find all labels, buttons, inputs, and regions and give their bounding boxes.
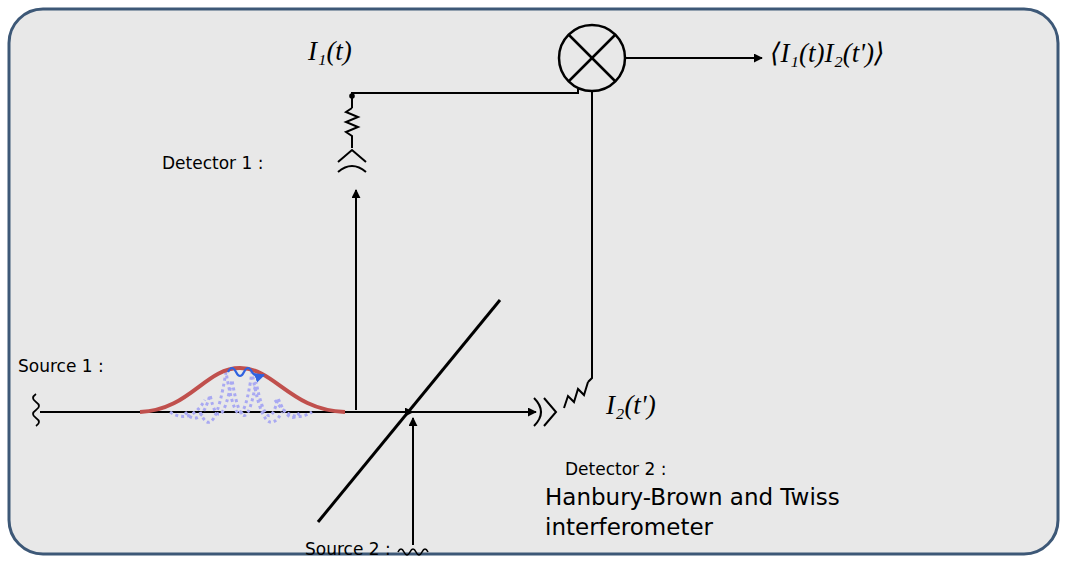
frame xyxy=(9,9,1058,554)
source2-symbol xyxy=(398,549,428,555)
detector-symbol xyxy=(338,150,366,172)
reflected-beam xyxy=(355,190,357,410)
source-label: Source 1 : xyxy=(18,357,104,377)
pulse-envelope xyxy=(140,368,345,412)
detector-label: Detector 1 : xyxy=(162,154,263,174)
correlation-label: ⟨I₁(t)I₂(t')⟩ xyxy=(770,38,885,69)
output-arrow xyxy=(625,57,762,59)
detector-label: Detector 2 : xyxy=(565,460,666,480)
wave-components xyxy=(170,372,312,422)
photon-wave xyxy=(228,368,264,376)
signal-label: I₁(t) xyxy=(308,36,352,67)
detector1-wire xyxy=(346,88,578,148)
signal-label: I₂(t') xyxy=(606,390,656,421)
source-label: Source 2 : xyxy=(305,540,391,560)
source2-beam xyxy=(412,418,414,545)
beam-splitter xyxy=(318,300,500,522)
detector2-wire xyxy=(564,91,592,408)
multiplier-symbol xyxy=(559,25,625,91)
source1-symbol xyxy=(33,394,39,426)
caption-text: Hanbury-Brown and Twiss interferometer xyxy=(545,483,915,543)
detector-symbol xyxy=(534,398,556,426)
